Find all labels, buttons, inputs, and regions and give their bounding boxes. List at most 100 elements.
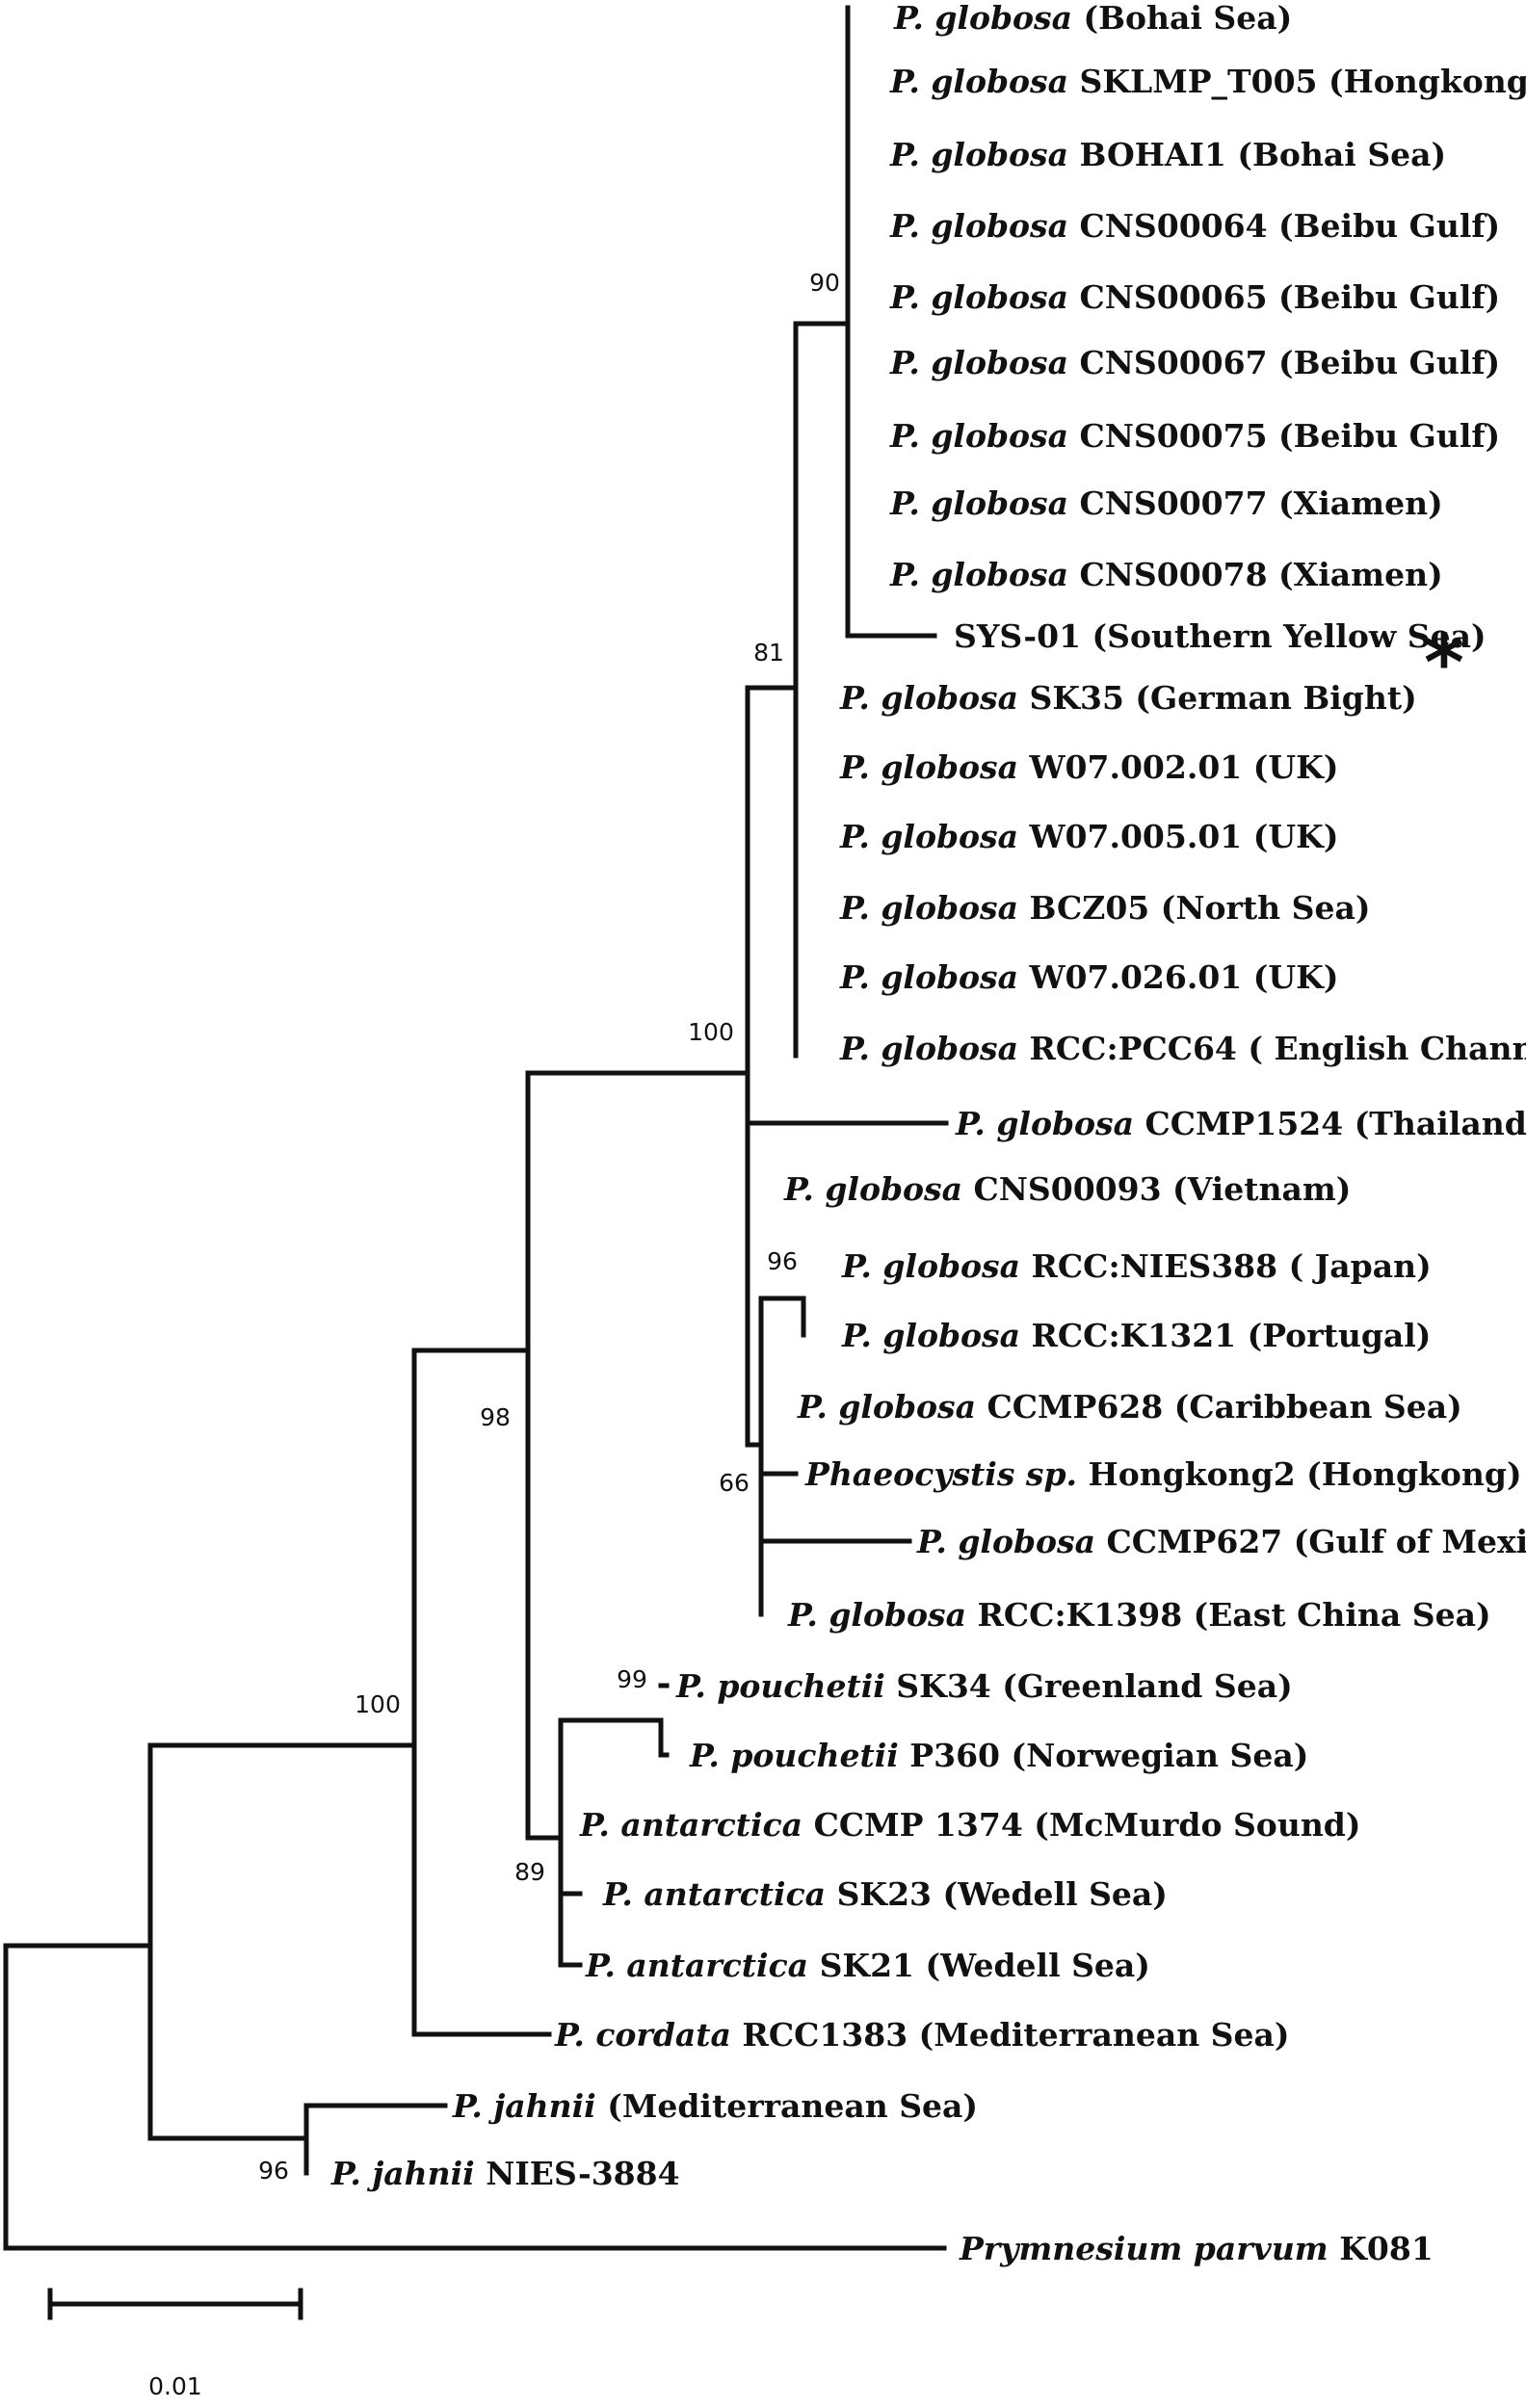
taxon-species: P. globosa [893, 0, 1072, 37]
taxon-species: P. globosa [955, 1105, 1134, 1142]
taxon-species: P. globosa [839, 679, 1018, 717]
highlight-asterisk: * [1424, 618, 1464, 708]
bootstrap-value: 90 [809, 269, 840, 297]
taxon-species: P. pouchetii [689, 1737, 899, 1774]
tree-branches [3, 5, 949, 2251]
taxon-strain-location: W07.026.01 (UK) [1018, 958, 1338, 996]
taxon-strain-location: CNS00093 (Vietnam) [962, 1170, 1351, 1208]
taxon-species: P. globosa [889, 417, 1068, 455]
taxon-label: P. globosa CNS00065 (Beibu Gulf) [889, 278, 1500, 316]
taxon-label: P. globosa SKLMP_T005 (Hongkong) [889, 63, 1526, 100]
taxon-strain-location: BCZ05 (North Sea) [1018, 889, 1370, 927]
taxon-species: P. globosa [889, 278, 1068, 316]
taxon-species: P. globosa [787, 1596, 966, 1634]
taxon-species: P. globosa [839, 958, 1018, 996]
taxon-label: P. pouchetii P360 (Norwegian Sea) [689, 1737, 1308, 1774]
taxon-strain-location: SK35 (German Bight) [1018, 679, 1417, 717]
taxon-strain-location: CCMP627 (Gulf of Mexico) [1095, 1523, 1526, 1560]
taxon-species: P. globosa [841, 1317, 1020, 1354]
taxon-strain-location: Hongkong2 (Hongkong) [1077, 1455, 1522, 1493]
taxon-labels: P. globosa (Bohai Sea)P. globosa SKLMP_T… [330, 0, 1526, 2267]
taxon-label: P. globosa RCC:K1398 (East China Sea) [787, 1596, 1491, 1634]
taxon-species: P. globosa [889, 344, 1068, 381]
taxon-label: P. globosa CNS00067 (Beibu Gulf) [889, 344, 1500, 381]
taxon-strain-location: RCC:PCC64 ( English Channel) [1018, 1030, 1526, 1067]
taxon-strain-location: K081 [1329, 2230, 1434, 2267]
taxon-strain-location: CNS00075 (Beibu Gulf) [1068, 417, 1500, 455]
taxon-label: P. globosa RCC:K1321 (Portugal) [841, 1317, 1431, 1354]
taxon-strain-location: RCC:NIES388 ( Japan) [1020, 1247, 1432, 1285]
taxon-strain-location: CCMP628 (Caribbean Sea) [976, 1388, 1462, 1426]
scale-bar: 0.01 [47, 2288, 303, 2400]
taxon-species: P. globosa [783, 1170, 962, 1208]
taxon-label: Phaeocystis sp. Hongkong2 (Hongkong) [804, 1455, 1522, 1493]
bootstrap-value: 96 [767, 1247, 798, 1275]
taxon-species: P. globosa [797, 1388, 976, 1426]
taxon-species: P. globosa [839, 1030, 1018, 1067]
bootstrap-value: 99 [617, 1665, 647, 1693]
taxon-strain-location: SKLMP_T005 (Hongkong) [1068, 63, 1526, 100]
taxon-species: P. globosa [839, 818, 1018, 855]
taxon-strain-location: CCMP 1374 (McMurdo Sound) [802, 1806, 1360, 1844]
taxon-species: P. globosa [916, 1523, 1095, 1560]
taxon-strain-location: CNS00065 (Beibu Gulf) [1068, 278, 1500, 316]
taxon-strain-location: CNS00064 (Beibu Gulf) [1068, 207, 1500, 245]
bootstrap-value: 89 [514, 1858, 545, 1886]
taxon-label: P. globosa CCMP1524 (Thailand) [955, 1105, 1526, 1142]
taxon-label: P. globosa CNS00077 (Xiamen) [889, 484, 1443, 522]
bootstrap-value: 100 [355, 1690, 401, 1718]
taxon-species: P. globosa [841, 1247, 1020, 1285]
taxon-label: P. antarctica SK21 (Wedell Sea) [585, 1947, 1150, 1984]
taxon-strain-location: NIES-3884 [475, 2155, 680, 2192]
taxon-label: P. globosa (Bohai Sea) [893, 0, 1292, 37]
taxon-label: P. globosa W07.005.01 (UK) [839, 818, 1338, 855]
taxon-label: P. globosa CNS00078 (Xiamen) [889, 556, 1443, 593]
taxon-strain-location: RCC:K1321 (Portugal) [1020, 1317, 1431, 1354]
taxon-species: P. globosa [839, 748, 1018, 786]
taxon-species: P. globosa [889, 484, 1068, 522]
taxon-strain-location: CCMP1524 (Thailand) [1134, 1105, 1526, 1142]
taxon-label: P. globosa CNS00075 (Beibu Gulf) [889, 417, 1500, 455]
bootstrap-value: 98 [480, 1403, 511, 1431]
taxon-strain-location: SYS-01 (Southern Yellow Sea) [954, 617, 1487, 655]
taxon-species: P. cordata [554, 2016, 731, 2054]
taxon-strain-location: SK21 (Wedell Sea) [808, 1947, 1150, 1984]
taxon-species: Prymnesium parvum [959, 2230, 1329, 2267]
taxon-species: P. globosa [889, 556, 1068, 593]
taxon-species: P. globosa [839, 889, 1018, 927]
taxon-label: P. jahnii NIES-3884 [330, 2155, 680, 2192]
taxon-label: P. globosa W07.026.01 (UK) [839, 958, 1338, 996]
taxon-strain-location: SK23 (Wedell Sea) [826, 1875, 1168, 1913]
taxon-label: SYS-01 (Southern Yellow Sea) [954, 617, 1487, 655]
taxon-label: P. globosa BOHAI1 (Bohai Sea) [889, 136, 1446, 173]
taxon-strain-location: W07.002.01 (UK) [1018, 748, 1338, 786]
taxon-species: P. globosa [889, 136, 1068, 173]
taxon-strain-location: BOHAI1 (Bohai Sea) [1068, 136, 1446, 173]
taxon-strain-location: CNS00078 (Xiamen) [1068, 556, 1443, 593]
taxon-strain-location: (Mediterranean Sea) [596, 2087, 978, 2125]
taxon-label: P. globosa RCC:PCC64 ( English Channel) [839, 1030, 1526, 1067]
taxon-species: P. jahnii [452, 2087, 596, 2125]
taxon-strain-location: RCC1383 (Mediterranean Sea) [731, 2016, 1290, 2054]
taxon-label: P. globosa SK35 (German Bight) [839, 679, 1417, 717]
bootstrap-value: 66 [719, 1469, 750, 1497]
taxon-label: P. globosa CNS00093 (Vietnam) [783, 1170, 1351, 1208]
scale-bar-label: 0.01 [148, 2372, 202, 2400]
taxon-strain-location: RCC:K1398 (East China Sea) [966, 1596, 1491, 1634]
taxon-label: P. antarctica SK23 (Wedell Sea) [602, 1875, 1168, 1913]
bootstrap-value: 100 [688, 1018, 734, 1046]
taxon-label: P. globosa CNS00064 (Beibu Gulf) [889, 207, 1500, 245]
taxon-strain-location: CNS00067 (Beibu Gulf) [1068, 344, 1500, 381]
taxon-label: Prymnesium parvum K081 [959, 2230, 1434, 2267]
bootstrap-value: 81 [753, 639, 784, 667]
taxon-species: P. globosa [889, 63, 1068, 100]
taxon-strain-location: (Bohai Sea) [1072, 0, 1292, 37]
taxon-strain-location: SK34 (Greenland Sea) [885, 1667, 1293, 1705]
taxon-label: P. cordata RCC1383 (Mediterranean Sea) [554, 2016, 1290, 2054]
taxon-species: Phaeocystis sp. [804, 1455, 1077, 1493]
taxon-strain-location: P360 (Norwegian Sea) [899, 1737, 1309, 1774]
taxon-strain-location: W07.005.01 (UK) [1018, 818, 1338, 855]
taxon-species: P. globosa [889, 207, 1068, 245]
